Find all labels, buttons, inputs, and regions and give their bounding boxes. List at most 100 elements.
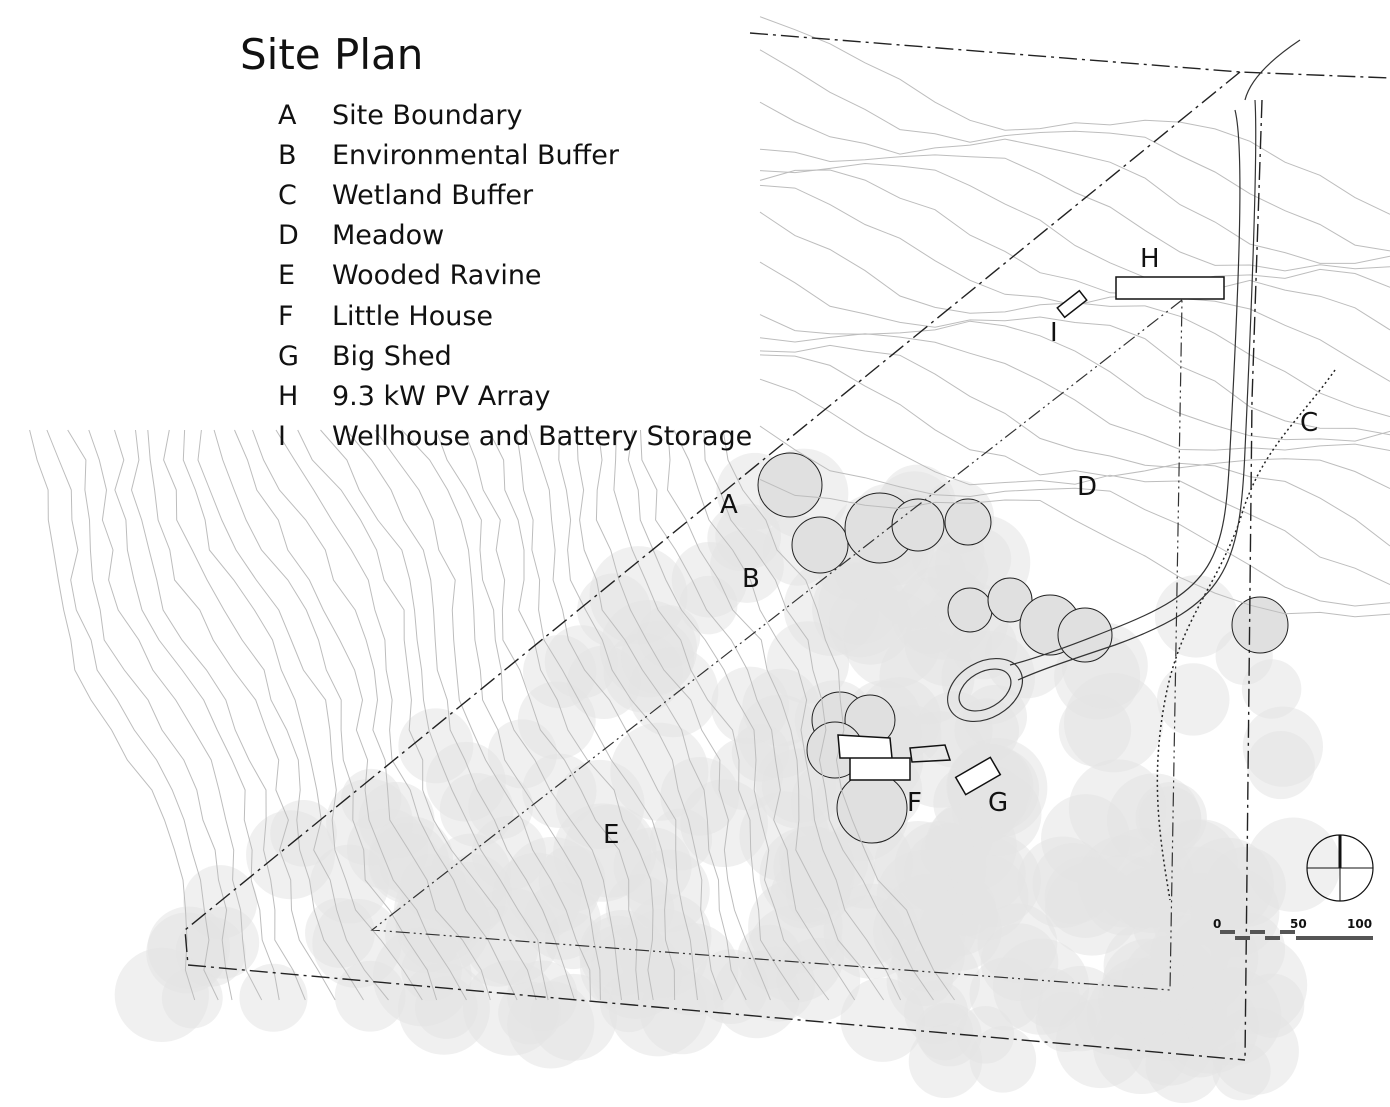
tree-canopy-circle <box>530 973 617 1061</box>
tree-canopy-circle <box>1045 861 1140 956</box>
contour-line <box>114 429 280 1001</box>
tree-canopy-circle <box>757 452 823 518</box>
legend-item: D Meadow <box>278 216 752 256</box>
contour-line <box>759 49 1390 252</box>
tree-canopy-circle <box>891 498 945 552</box>
legend-key: H <box>278 380 299 412</box>
tree-canopy-circle <box>873 885 966 978</box>
contour-line <box>197 429 423 1001</box>
tree-canopy-circle <box>944 498 992 546</box>
contour-line <box>163 429 364 1001</box>
contour-line <box>759 354 1390 547</box>
tree-canopy-circle <box>1231 596 1289 654</box>
contour-line <box>401 429 601 1001</box>
legend-label: Wellhouse and Battery Storage <box>332 421 753 453</box>
contour-line <box>435 429 622 1001</box>
legend-label: Big Shed <box>332 340 452 372</box>
tree-canopy-circle <box>731 724 790 782</box>
legend-item: F Little House <box>278 296 752 336</box>
contour-line <box>488 429 654 1001</box>
tree-canopy-circle <box>791 516 849 574</box>
scale-tick-50: 50 <box>1290 917 1307 931</box>
tree-canopy-circle <box>987 577 1033 623</box>
tree-canopy-circle <box>1057 607 1113 663</box>
scale-bar: 0 50 100 <box>1213 917 1373 940</box>
tree-canopy-circle <box>1242 706 1324 787</box>
tree-canopy-circle <box>626 893 712 979</box>
contour-line <box>320 429 549 1001</box>
legend-label: Wooded Ravine <box>332 260 542 292</box>
legend-key: I <box>278 421 286 453</box>
contour-line <box>759 162 1390 288</box>
contour-line <box>515 429 676 1001</box>
tree-canopy-circle <box>270 799 337 867</box>
contour-line <box>345 429 575 1001</box>
map-label-h: H <box>1140 244 1160 274</box>
tree-canopy-circle <box>1239 973 1305 1038</box>
contour-line <box>640 429 856 1001</box>
map-label-b: B <box>742 564 760 594</box>
wellhouse <box>1056 289 1088 319</box>
contour-line <box>558 429 723 1001</box>
contour-line <box>147 429 336 1001</box>
contour-line <box>759 169 1390 331</box>
tree-canopy-circle <box>628 647 719 738</box>
contour-line <box>182 429 389 1001</box>
contour-line <box>613 429 800 1001</box>
contour-line <box>297 429 537 1001</box>
legend-label: Site Boundary <box>332 99 523 131</box>
contour-line <box>759 148 1390 272</box>
contour-line <box>88 429 263 1001</box>
tree-canopy <box>114 448 1341 1104</box>
tree-canopy-circle <box>740 946 816 1022</box>
contour-line <box>759 344 1390 490</box>
contour-line <box>759 378 1390 586</box>
map-label-e: E <box>603 820 620 850</box>
tree-canopy-circle <box>947 738 1048 838</box>
tree-canopy-circle <box>415 976 478 1039</box>
contour-lines <box>29 16 1390 1001</box>
tree-canopy-circle <box>239 963 308 1032</box>
tree-canopy-circle <box>969 1026 1037 1093</box>
contour-line <box>759 101 1390 264</box>
tree-canopy-circle <box>523 882 601 960</box>
contour-line <box>759 261 1390 436</box>
page-title: Site Plan <box>240 30 424 79</box>
structures <box>837 276 1225 796</box>
tree-canopy-circle <box>334 960 406 1032</box>
legend-label: Meadow <box>332 220 445 252</box>
contour-line <box>234 429 467 1001</box>
legend-key: G <box>278 340 299 372</box>
legend-key: D <box>278 220 299 252</box>
contour-line <box>374 429 591 1001</box>
contour-line <box>595 429 771 1001</box>
tree-canopy-circle <box>1157 663 1230 736</box>
legend-label: Wetland Buffer <box>332 179 534 211</box>
contour-line <box>759 478 1390 618</box>
map-label-g: G <box>988 788 1009 818</box>
environmental-buffer-line <box>370 299 1183 991</box>
legend-key: F <box>278 300 294 332</box>
legend-item: G Big Shed <box>278 336 752 376</box>
contour-line <box>29 429 196 1001</box>
contour-line <box>528 429 698 1001</box>
contour-line <box>275 429 518 1001</box>
driveway <box>947 39 1301 723</box>
tree-canopy-circle <box>660 756 739 836</box>
scale-tick-100: 100 <box>1347 917 1372 931</box>
tree-canopy-circle <box>947 587 993 633</box>
site-boundary-line <box>184 32 1390 1061</box>
big-shed <box>954 756 1002 796</box>
tree-canopy-circle <box>1058 693 1132 767</box>
contour-line <box>627 429 830 1001</box>
north-arrow-icon <box>1306 834 1374 902</box>
legend-label: Little House <box>332 300 494 332</box>
tree-canopy-circle <box>1068 759 1167 857</box>
pv-array <box>1115 276 1225 300</box>
